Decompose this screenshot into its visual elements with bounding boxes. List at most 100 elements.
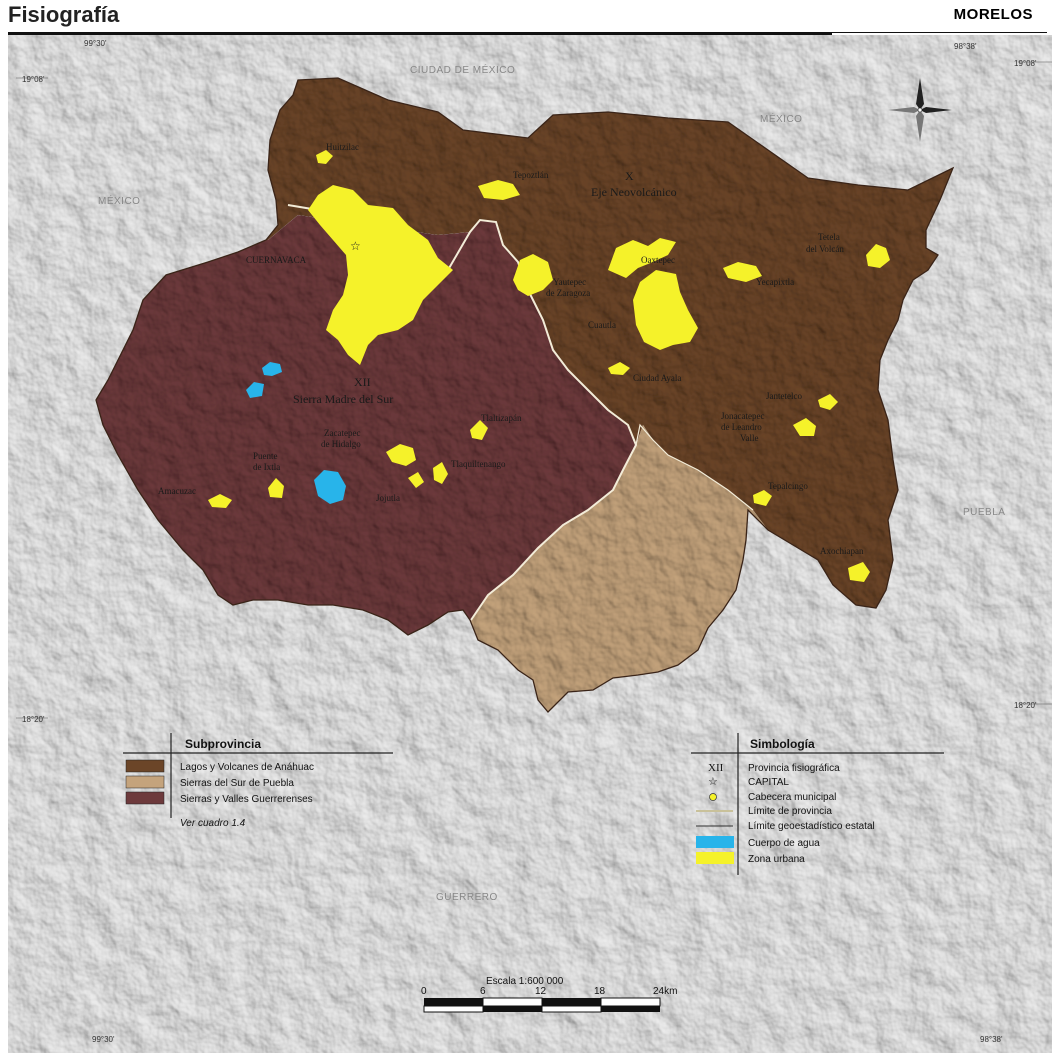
urban-zacatepec[interactable]	[386, 444, 416, 466]
urban-axochiapan[interactable]	[848, 562, 870, 582]
legend-capital-star-icon: ☆	[708, 775, 718, 788]
water-body-mid[interactable]	[246, 382, 264, 398]
state-name: MORELOS	[953, 6, 1033, 23]
coord-lon-left-top: 99°30'	[84, 39, 107, 48]
label-puente-1: Puente	[253, 451, 278, 461]
urban-tlaquiltenango[interactable]	[433, 462, 448, 484]
legend-cabecera-dot-icon	[709, 793, 717, 801]
water-body-north[interactable]	[262, 362, 282, 376]
label-tepoztlan: Tepoztlán	[513, 170, 549, 180]
urban-jojutla[interactable]	[408, 472, 424, 488]
scale-tick-24: 24km	[653, 986, 677, 997]
scale-tick-6: 6	[480, 986, 486, 997]
coord-lon-right-top: 98°38'	[954, 42, 977, 51]
legend-label-zona-urbana: Zona urbana	[748, 854, 805, 865]
scale-tick-18: 18	[594, 986, 606, 997]
legend-label-guerrerenses: Sierras y Valles Guerrerenses	[180, 794, 313, 805]
urban-puente-ixtla[interactable]	[268, 478, 284, 498]
page-title: Fisiografía	[8, 2, 120, 27]
urban-zones	[208, 150, 890, 582]
label-huitzilac: Huitzilac	[326, 142, 359, 152]
label-jonacatepec-2: de Leandro	[721, 422, 762, 432]
urban-oaxtepec[interactable]	[608, 238, 676, 278]
scale-bar: Escala 1:600 000 0 6 12 18 24km	[421, 976, 677, 1013]
water-bodies	[246, 362, 346, 504]
header: Fisiografía MORELOS	[0, 0, 1055, 38]
legend-subprovincia-heading: Subprovincia	[185, 737, 261, 751]
scale-tick-0: 0	[421, 986, 427, 997]
urban-cuautla[interactable]	[633, 270, 698, 350]
legend-water-swatch	[696, 836, 734, 848]
label-jojutla: Jojutla	[376, 493, 400, 503]
water-body-tequesquitengo[interactable]	[314, 470, 346, 504]
urban-tetela[interactable]	[866, 244, 890, 268]
state-boundary	[95, 77, 955, 713]
label-amacuzac: Amacuzac	[158, 486, 196, 496]
legend-label-anahuac: Lagos y Volcanes de Anáhuac	[180, 762, 314, 773]
north-arrow-icon	[888, 78, 952, 142]
label-jonacatepec-3: Valle	[740, 433, 759, 443]
label-mexico-w: MÉXICO	[98, 194, 140, 207]
urban-huitzilac[interactable]	[316, 150, 333, 164]
region-sierras-valles-guerrerenses[interactable]	[68, 215, 636, 660]
urban-tepoztlan[interactable]	[478, 180, 520, 200]
label-tetela-1: Tetela	[818, 232, 840, 242]
legend-simbologia: Simbología XII Provincia fisiográfica ☆ …	[691, 733, 944, 875]
legend-swatch-puebla	[125, 775, 165, 789]
legend-symbol-province-numeral: XII	[708, 762, 724, 774]
urban-tlaltizapan[interactable]	[470, 420, 488, 440]
map-canvas[interactable]: CIUDAD DE MÉXICO MÉXICO MÉXICO PUEBLA GU…	[8, 35, 1052, 1053]
province-boundary-east	[635, 423, 754, 511]
label-oaxtepec: Oaxtepec	[641, 255, 675, 265]
urban-ciudad-ayala[interactable]	[608, 362, 630, 375]
label-jonacatepec-1: Jonacatepec	[721, 411, 764, 421]
label-tlaltizapan: Tlaltizapán	[481, 413, 522, 423]
legend-label-limite-estatal: Límite geoestadístico estatal	[748, 821, 875, 832]
urban-tepalcingo[interactable]	[753, 490, 772, 506]
legend-label-cabecera: Cabecera municipal	[748, 792, 836, 803]
label-cdmx: CIUDAD DE MÉXICO	[410, 63, 515, 76]
urban-jantetelco[interactable]	[818, 394, 838, 410]
legend-label-cuerpo-agua: Cuerpo de agua	[748, 838, 820, 849]
coord-lon-left-bottom: 99°30'	[92, 1035, 115, 1044]
label-province-xii-numeral: XII	[354, 375, 371, 389]
legend-subprovincia: Subprovincia Lagos y Volcanes de Anáhuac…	[123, 733, 393, 829]
label-jantetelco: Jantetelco	[766, 391, 802, 401]
label-yautepec-2: de Zaragoza	[546, 288, 590, 298]
label-guerrero: GUERRERO	[436, 892, 498, 903]
label-cuernavaca: CUERNAVACA	[246, 255, 307, 265]
label-tepalcingo: Tepalcingo	[768, 481, 808, 491]
legend-label-limite-provincia: Límite de provincia	[748, 806, 832, 817]
urban-cuernavaca[interactable]	[308, 185, 453, 365]
label-mexico-ne: MÉXICO	[760, 112, 802, 125]
label-axochiapan: Axochiapan	[820, 546, 864, 556]
map-area[interactable]: CIUDAD DE MÉXICO MÉXICO MÉXICO PUEBLA GU…	[8, 35, 1052, 1053]
legend-label-puebla: Sierras del Sur de Puebla	[180, 778, 294, 789]
coord-lat-bottom-right: 18°20'	[1014, 701, 1037, 710]
coord-lon-right-bottom: 98°38'	[980, 1035, 1003, 1044]
scale-tick-12: 12	[535, 986, 547, 997]
legend-label-provincia: Provincia fisiográfica	[748, 763, 840, 774]
legend-swatch-guerrerenses	[125, 791, 165, 805]
label-puebla: PUEBLA	[963, 507, 1005, 518]
label-zacatepec-2: de Hidalgo	[321, 439, 361, 449]
legend-swatch-anahuac	[125, 759, 165, 773]
label-ciudad-ayala: Ciudad Ayala	[633, 373, 681, 383]
legend-label-capital: CAPITAL	[748, 777, 789, 788]
coord-lat-top-left: 19°08'	[22, 75, 45, 84]
legend-note: Ver cuadro 1.4	[180, 818, 246, 829]
label-tetela-2: del Volcán	[806, 244, 844, 254]
legend-simbologia-heading: Simbología	[750, 737, 815, 751]
urban-amacuzac[interactable]	[208, 494, 232, 508]
coord-lat-top-right: 19°08'	[1014, 59, 1037, 68]
urban-yecapixtla[interactable]	[723, 262, 762, 282]
label-province-x-numeral: X	[625, 169, 634, 183]
label-province-xii-name: Sierra Madre del Sur	[293, 392, 393, 406]
province-boundary	[287, 204, 638, 621]
title-rule	[8, 32, 832, 35]
urban-jonacatepec[interactable]	[793, 418, 816, 436]
urban-yautepec[interactable]	[513, 254, 553, 296]
label-puente-2: de Ixtla	[253, 462, 280, 472]
label-province-x-name: Eje Neovolcánico	[591, 185, 677, 199]
scale-title: Escala 1:600 000	[486, 976, 564, 987]
